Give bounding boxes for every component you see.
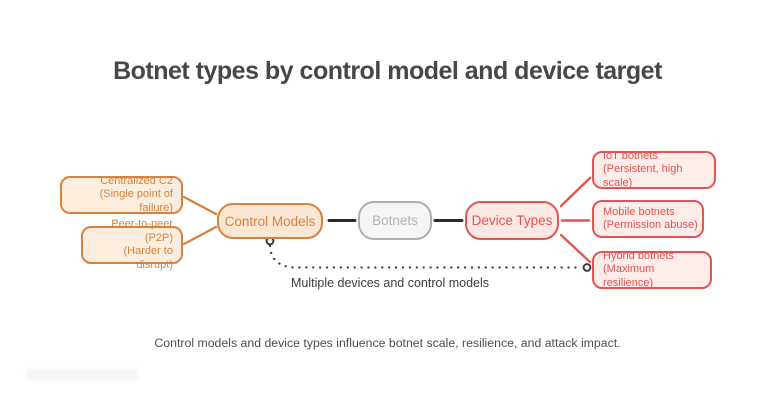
dotted-link-label: Multiple devices and control models	[290, 276, 490, 290]
watermark-smudge	[26, 369, 138, 381]
node-control-models-label: Control Models	[224, 213, 316, 229]
node-mobile-botnets-title: Mobile botnets	[603, 205, 675, 218]
node-hybrid-botnets: Hybrid botnets (Maximum resilience)	[592, 249, 712, 289]
node-iot-botnets-title: IoT botnets	[603, 149, 658, 162]
node-peer-to-peer-title: Peer-to-peer (P2P)	[111, 218, 173, 244]
node-botnets: Botnets	[358, 201, 432, 240]
dotted-cross-link	[268, 244, 581, 269]
node-iot-botnets: IoT botnets (Persistent, high scale)	[592, 149, 716, 189]
node-hybrid-botnets-subtitle: (Maximum resilience)	[603, 263, 655, 289]
node-hybrid-botnets-title: Hybrid botnets	[603, 249, 674, 262]
node-peer-to-peer: Peer-to-peer (P2P) (Harder to disrupt)	[81, 218, 183, 271]
node-device-types: Device Types	[465, 201, 559, 240]
node-device-types-label: Device Types	[471, 213, 553, 228]
node-botnets-label: Botnets	[372, 213, 418, 228]
node-centralized-c2: Centralized C2 (Single point of failure)	[60, 174, 183, 214]
dotted-link-port-end	[582, 263, 592, 272]
node-mobile-botnets-subtitle: (Permission abuse)	[603, 219, 698, 231]
caption-text: Control models and device types influenc…	[154, 336, 621, 350]
device-child-links	[559, 176, 592, 264]
node-centralized-c2-title: Centralized C2	[100, 174, 173, 187]
node-peer-to-peer-subtitle: (Harder to disrupt)	[123, 245, 173, 271]
node-mobile-botnets: Mobile botnets (Permission abuse)	[592, 200, 704, 238]
node-centralized-c2-subtitle: (Single point of failure)	[99, 188, 173, 214]
node-iot-botnets-subtitle: (Persistent, high scale)	[603, 163, 683, 189]
control-child-links	[182, 195, 218, 246]
page-title: Botnet types by control model and device…	[113, 57, 662, 85]
node-control-models: Control Models	[217, 203, 323, 239]
